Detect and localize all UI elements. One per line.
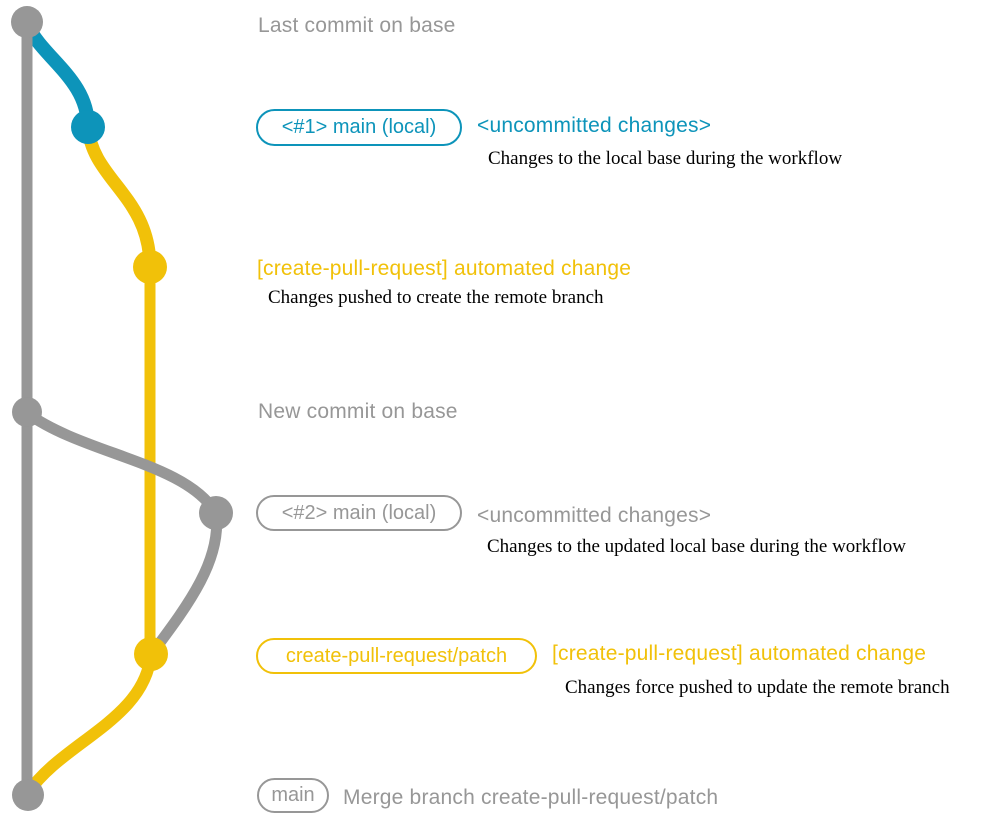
note-new-commit-on-base: New commit on base	[258, 400, 458, 423]
commit-dot-5	[199, 496, 233, 530]
base-rebase-curve	[147, 507, 223, 658]
branch-tag-main: main	[257, 778, 329, 813]
commit-description-2: Changes pushed to create the remote bran…	[268, 287, 604, 308]
branch-tag-create-pull-request-patch: create-pull-request/patch	[256, 638, 537, 674]
branch-tag-main-local-2: <#2> main (local)	[256, 495, 462, 531]
branch-tag-main-local-1: <#1> main (local)	[256, 109, 462, 146]
commit-message-automated-1: [create-pull-request] automated change	[257, 257, 632, 280]
commit-dot-7	[12, 779, 44, 811]
commit-description-4: Changes force pushed to update the remot…	[565, 677, 950, 698]
branch-tag-main-local-1-label: <#1> main (local)	[281, 116, 437, 138]
note-last-commit-on-base: Last commit on base	[258, 14, 456, 37]
base-update-curve	[21, 407, 222, 519]
patch-branch-curve-top	[81, 120, 157, 274]
branch-tag-main-local-2-label: <#2> main (local)	[281, 501, 437, 524]
commit-description-3: Changes to the updated local base during…	[487, 536, 906, 557]
local-branch-curve	[20, 18, 95, 134]
commit-message-merge: Merge branch create-pull-request/patch	[343, 786, 719, 809]
patch-branch-merge-curve	[22, 648, 157, 799]
commit-dot-6	[134, 637, 168, 671]
commit-message-automated-2: [create-pull-request] automated change	[552, 642, 927, 665]
commit-dot-4	[12, 397, 42, 427]
git-graph	[11, 6, 233, 811]
commit-dot-3	[133, 250, 167, 284]
commit-description-1: Changes to the local base during the wor…	[488, 148, 843, 169]
commit-dot-1	[11, 6, 43, 38]
commit-message-uncommitted-2: <uncommitted changes>	[477, 504, 712, 527]
branch-tag-main-label: main	[271, 784, 315, 806]
branch-tag-create-pull-request-patch-label: create-pull-request/patch	[285, 644, 508, 667]
commit-dot-2	[71, 110, 105, 144]
commit-message-uncommitted-1: <uncommitted changes>	[477, 114, 712, 137]
